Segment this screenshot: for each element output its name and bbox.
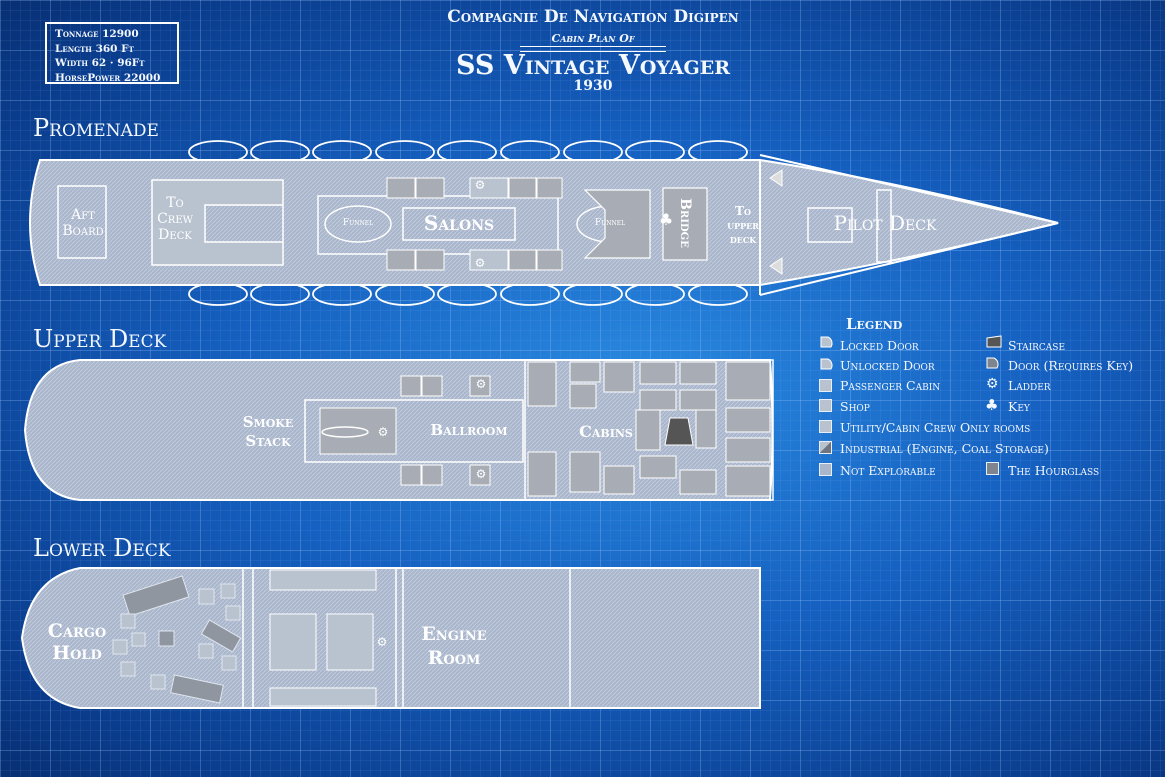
legend-key-door: Door (Requires Key): [1008, 358, 1134, 373]
to-crew-word-2: Crew: [157, 211, 193, 227]
ship-name: SS Vintage Voyager: [455, 50, 731, 81]
legend-staircase: Staircase: [1008, 338, 1066, 353]
legend-industrial: Industrial (Engine, Coal Storage): [840, 441, 1049, 456]
company-name: Compagnie De Navigation Digipen: [447, 7, 739, 27]
cargo-word: Cargo: [47, 620, 107, 642]
pilot-deck-label: Pilot Deck: [833, 211, 937, 235]
year: 1930: [573, 78, 613, 94]
deck-title-promenade: Promenade: [33, 114, 159, 142]
spec-horsepower: HorsePower 22000: [55, 71, 161, 84]
spec-width: Width 62 · 96Ft: [55, 57, 145, 69]
cargo-hold-label: Cargo Hold: [30, 620, 124, 664]
shop-icon: [819, 399, 832, 412]
spec-length: Length 360 Ft: [55, 42, 134, 55]
ladder-icon[interactable]: ⚙: [376, 635, 388, 649]
ladder-icon[interactable]: ⚙: [475, 377, 487, 391]
engine-room-label: Engine Room: [404, 622, 504, 670]
legend-unlocked-door: Unlocked Door: [840, 358, 935, 373]
legend: Legend Locked Door Unlocked Door Passeng…: [818, 313, 1158, 483]
to-crew-deck-label[interactable]: To Crew Deck: [150, 195, 200, 243]
hold-word: Hold: [52, 642, 102, 664]
cabins-label: Cabins: [579, 422, 633, 441]
upper-deck: [23, 359, 774, 501]
not-explorable-icon: [819, 463, 832, 476]
spec-tonnage: Tonnage 12900: [55, 28, 139, 40]
promenade-deck: [29, 140, 1059, 306]
ladder-icon[interactable]: ⚙: [475, 467, 487, 481]
lower-deck: [20, 567, 761, 709]
funnel-label-2: Funnel: [594, 218, 626, 228]
smoke-stack-label: Smoke Stack: [232, 413, 304, 451]
engine-word: Engine: [421, 623, 487, 645]
legend-key: Key: [1008, 399, 1030, 414]
salons-label: Salons: [423, 211, 495, 235]
ballroom-label: Ballroom: [430, 421, 508, 439]
ship-specs-box: Tonnage 12900 Length 360 Ft Width 62 · 9…: [45, 22, 179, 84]
ladder-icon[interactable]: ⚙: [474, 178, 486, 192]
legend-locked-door: Locked Door: [840, 338, 919, 353]
to-upper-word-2: upper: [727, 218, 759, 232]
caption-underline: [520, 46, 666, 52]
aft-board-word-2: Board: [62, 223, 104, 239]
to-crew-word-1: To: [166, 195, 184, 211]
legend-hourglass: The Hourglass: [1008, 463, 1100, 478]
lifeboats-bottom: [188, 282, 748, 306]
passenger-cabin-icon: [819, 379, 832, 392]
cabin-plan-caption: Cabin Plan Of: [551, 32, 635, 45]
legend-utility: Utility/Cabin Crew Only rooms: [840, 420, 1031, 435]
deck-title-upper: Upper Deck: [33, 325, 167, 353]
deck-title-lower: Lower Deck: [33, 534, 171, 562]
legend-title: Legend: [846, 315, 903, 333]
legend-passenger-cabin: Passenger Cabin: [840, 378, 941, 393]
ladder-icon: ⚙: [986, 376, 999, 392]
stack-word: Stack: [245, 432, 291, 450]
to-crew-word-3: Deck: [158, 227, 192, 243]
industrial-icon: [819, 441, 832, 454]
to-upper-word-3: deck: [729, 232, 757, 246]
ladder-icon[interactable]: ⚙: [377, 425, 389, 439]
funnel-label-1: Funnel: [342, 218, 374, 228]
legend-swatches: [820, 335, 1002, 370]
legend-ladder: Ladder: [1008, 378, 1051, 393]
to-upper-word-1: To: [735, 204, 751, 218]
hourglass-icon: [986, 462, 999, 475]
aft-board-label: Aft Board: [57, 207, 109, 239]
legend-shop: Shop: [840, 399, 870, 414]
room-word: Room: [427, 647, 481, 669]
utility-room-icon: [819, 420, 832, 433]
legend-not-explorable: Not Explorable: [840, 463, 936, 478]
aft-board-word-1: Aft: [71, 207, 95, 223]
bridge-label: Bridge: [677, 198, 693, 248]
smoke-word: Smoke: [242, 413, 294, 431]
to-upper-deck-label[interactable]: To upper deck: [718, 204, 768, 246]
key-icon[interactable]: ♣: [658, 210, 674, 229]
ladder-icon[interactable]: ⚙: [474, 256, 486, 270]
key-icon: ♣: [985, 396, 999, 414]
